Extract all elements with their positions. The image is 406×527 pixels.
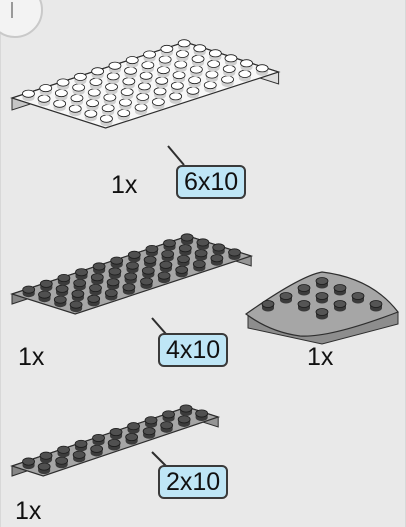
part-quantity-6x10: 1x	[111, 171, 137, 200]
part-size-label-6x10: 6x10	[176, 165, 246, 199]
part-quantity-round-corner: 1x	[307, 343, 333, 372]
part-quantity-4x10: 1x	[18, 343, 44, 372]
plate-6x10-white	[12, 40, 279, 128]
part-size-label-4x10: 4x10	[158, 333, 228, 367]
part-quantity-2x10: 1x	[15, 497, 41, 526]
plate-4x10-gray	[12, 234, 251, 314]
round-corner-plate-gray	[246, 272, 398, 344]
part-size-label-2x10: 2x10	[158, 465, 228, 499]
